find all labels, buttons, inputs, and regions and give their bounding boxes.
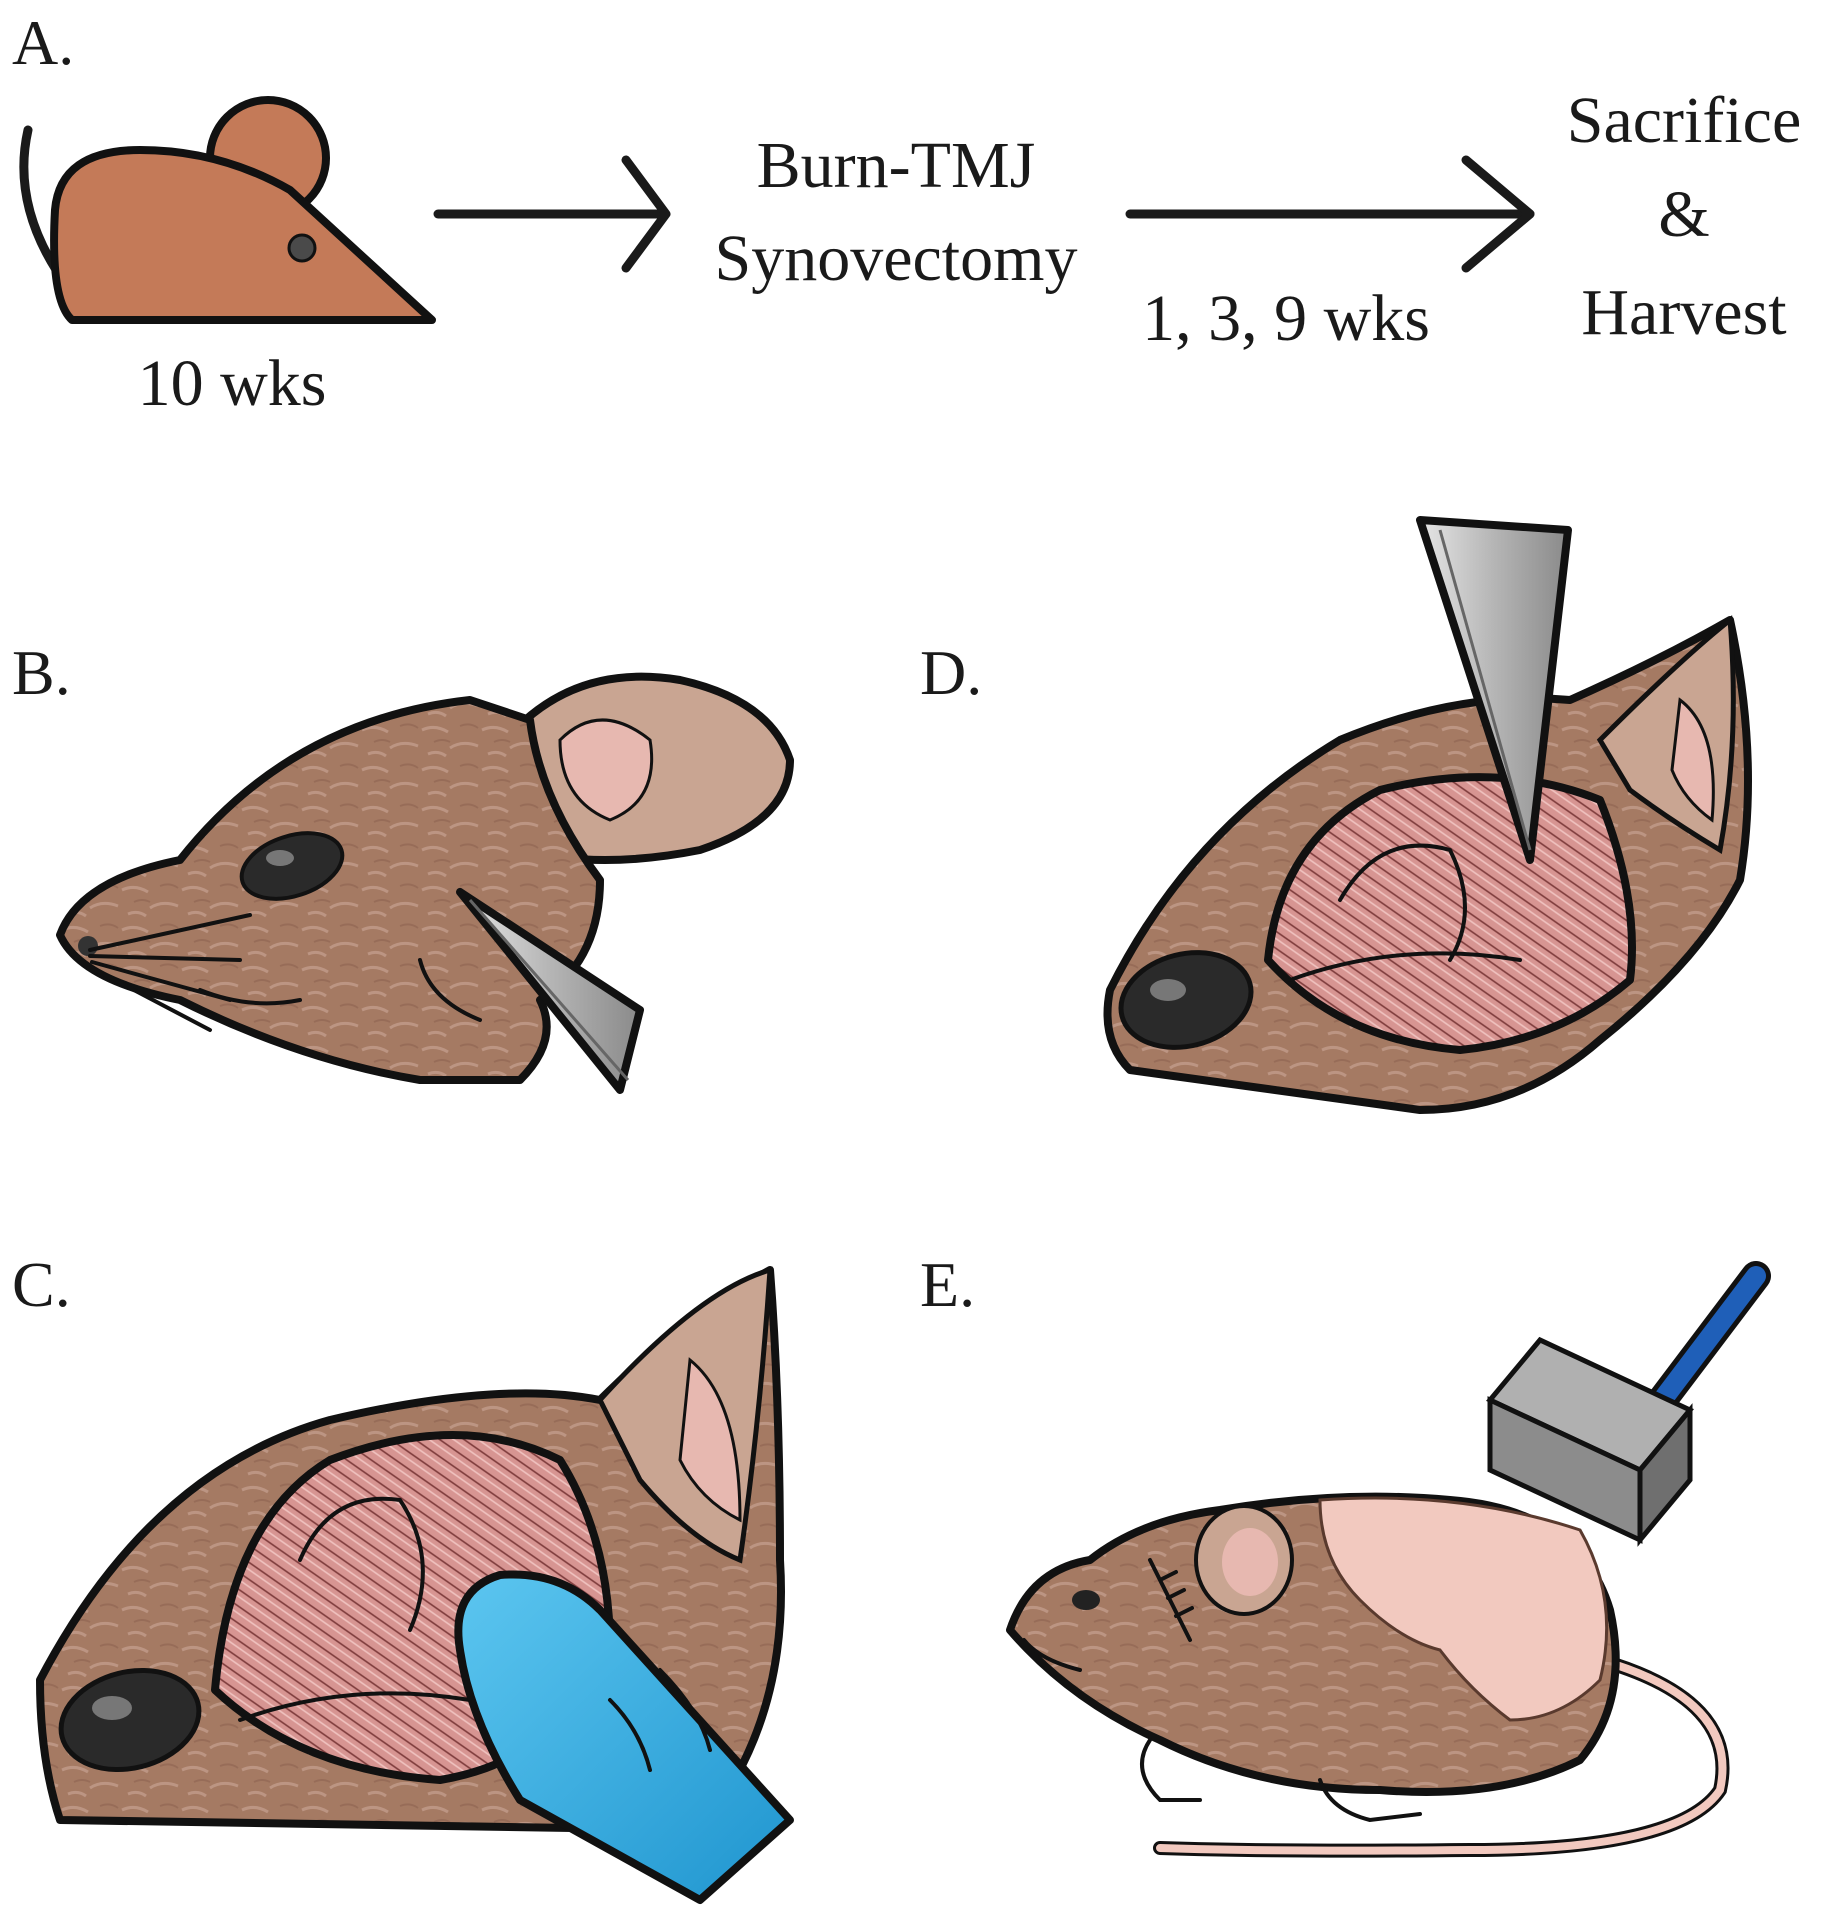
panel-label-e: E. xyxy=(920,1249,975,1320)
arrow-icon xyxy=(433,155,671,273)
burned-mouse-illustration-e xyxy=(1006,1492,1730,1858)
endpoint-label-line3: Harvest xyxy=(1581,276,1786,349)
procedure-label-line1: Burn-TMJ xyxy=(757,129,1036,202)
panel-label-b: B. xyxy=(12,637,71,708)
burn-device-icon xyxy=(1486,1261,1771,1547)
procedure-label-line2: Synovectomy xyxy=(715,222,1078,295)
gloved-finger-icon xyxy=(454,1570,794,1904)
panel-label-d: D. xyxy=(920,637,982,708)
arrow-icon xyxy=(1125,155,1535,273)
interval-label: 1, 3, 9 wks xyxy=(1142,282,1430,355)
surgical-site-illustration-d xyxy=(1103,615,1752,1114)
panel-label-c: C. xyxy=(12,1249,71,1320)
panel-label-a: A. xyxy=(12,7,74,78)
mouse-head-illustration-b xyxy=(56,672,794,1084)
endpoint-label-line2: & xyxy=(1658,178,1709,251)
scalpel-icon xyxy=(1416,516,1572,864)
mouse-icon xyxy=(19,96,436,324)
scalpel-icon xyxy=(456,888,644,1094)
endpoint-label-line1: Sacrifice xyxy=(1567,84,1802,157)
age-label: 10 wks xyxy=(138,347,327,420)
